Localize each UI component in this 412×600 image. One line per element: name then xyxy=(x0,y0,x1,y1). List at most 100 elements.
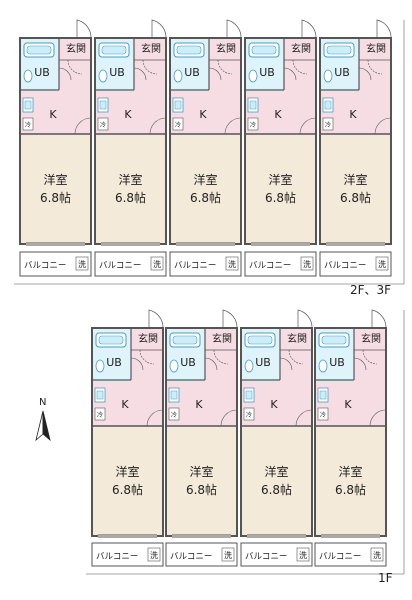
ub-label: UB xyxy=(334,66,350,79)
vent-label: 冷 xyxy=(246,411,252,419)
apartment-unit: 冷玄関UBK洋室6.8帖バルコニー洗 xyxy=(240,309,313,567)
room-door-icon xyxy=(299,117,316,135)
kitchen-label: K xyxy=(124,108,132,121)
apartment-unit: 冷玄関UBK洋室6.8帖バルコニー洗 xyxy=(94,19,167,277)
inner-door-icon xyxy=(362,349,378,365)
bathtub-inner xyxy=(247,335,273,345)
ub-label: UB xyxy=(109,66,125,79)
vent-label: 冷 xyxy=(171,411,177,419)
laundry-label: 洗 xyxy=(228,259,236,269)
toilet-icon xyxy=(318,359,328,373)
room-name-label: 洋室 xyxy=(189,464,213,479)
vent-icon xyxy=(322,117,334,131)
ub-label: UB xyxy=(184,66,200,79)
vent-label: 冷 xyxy=(97,411,103,419)
floor-label-lower: 1F xyxy=(378,571,393,585)
north-arrow-right xyxy=(42,410,51,442)
ub-label: UB xyxy=(259,66,275,79)
bathtub-inner xyxy=(321,335,347,345)
laundry-icon xyxy=(150,256,164,271)
balcony-label: バルコニー xyxy=(245,552,287,562)
sink-basin xyxy=(170,390,178,400)
apartment-unit: 冷玄関UBK洋室6.8帖バルコニー洗 xyxy=(314,309,387,567)
room-door-icon xyxy=(224,117,241,135)
apartment-unit: 冷玄関UBK洋室6.8帖バルコニー洗 xyxy=(165,309,238,567)
room-name-label: 洋室 xyxy=(343,172,367,187)
room-size-label: 6.8帖 xyxy=(190,190,221,205)
north-arrow-left xyxy=(35,410,44,442)
bath-door-icon xyxy=(353,357,367,371)
kitchen-label: K xyxy=(199,108,207,121)
apartment-unit: 冷玄関UBK洋室6.8帖バルコニー洗 xyxy=(91,309,164,567)
balcony-label: バルコニー xyxy=(99,261,141,271)
room-name-label: 洋室 xyxy=(43,172,67,187)
kitchen-label: K xyxy=(274,108,282,121)
sink-basin xyxy=(245,390,253,400)
laundry-icon xyxy=(225,256,239,271)
genkan-label: 玄関 xyxy=(287,332,307,345)
room-door-icon xyxy=(146,409,163,427)
balcony-label: バルコニー xyxy=(249,261,291,271)
sink-basin xyxy=(99,100,107,110)
kitchen-label: K xyxy=(349,108,357,121)
genkan-label: 玄関 xyxy=(141,42,161,55)
bathtub-inner xyxy=(101,45,127,55)
room-size-label: 6.8帖 xyxy=(335,482,366,497)
room-door-icon xyxy=(74,117,91,135)
laundry-icon xyxy=(370,547,384,562)
balcony-label: バルコニー xyxy=(170,552,212,562)
ub-label: UB xyxy=(329,356,345,369)
inner-door-icon xyxy=(367,59,383,75)
laundry-icon xyxy=(300,256,314,271)
balcony-label: バルコニー xyxy=(324,261,366,271)
room-name-label: 洋室 xyxy=(268,172,292,187)
apartment-unit: 冷玄関UBK洋室6.8帖バルコニー洗 xyxy=(169,19,242,277)
western-room-area xyxy=(20,134,91,244)
entrance-door-icon xyxy=(76,19,92,39)
kitchen-label: K xyxy=(195,398,203,411)
entrance-door-icon xyxy=(376,19,392,39)
sink-basin xyxy=(249,100,257,110)
laundry-label: 洗 xyxy=(78,259,86,269)
room-door-icon xyxy=(220,409,237,427)
room-size-label: 6.8帖 xyxy=(265,190,296,205)
western-room-area xyxy=(245,134,316,244)
toilet-icon xyxy=(98,69,108,83)
bath-door-icon xyxy=(283,67,297,81)
western-room-area xyxy=(95,134,166,244)
inner-door-icon xyxy=(292,59,308,75)
bath-door-icon xyxy=(208,67,222,81)
inner-door-icon xyxy=(142,59,158,75)
bathtub-inner xyxy=(26,45,52,55)
western-room-area xyxy=(320,134,391,244)
bathtub-inner xyxy=(98,335,124,345)
balcony-area xyxy=(165,542,238,567)
vent-icon xyxy=(172,117,184,131)
north-label: N xyxy=(39,397,47,408)
laundry-label: 洗 xyxy=(373,550,381,560)
balcony-area xyxy=(91,542,164,567)
room-door-icon xyxy=(295,409,312,427)
vent-icon xyxy=(243,407,255,421)
vent-icon xyxy=(97,117,109,131)
laundry-label: 洗 xyxy=(299,550,307,560)
room-size-label: 6.8帖 xyxy=(261,482,292,497)
genkan-label: 玄関 xyxy=(212,332,232,345)
room-name-label: 洋室 xyxy=(118,172,142,187)
genkan-label: 玄関 xyxy=(366,42,386,55)
balcony-area xyxy=(314,542,387,567)
kitchen-label: K xyxy=(270,398,278,411)
vent-label: 冷 xyxy=(100,121,106,129)
sink-basin xyxy=(174,100,182,110)
western-room-area xyxy=(92,426,163,536)
vent-icon xyxy=(247,117,259,131)
entrance-door-icon xyxy=(297,309,313,329)
western-room-area xyxy=(315,426,386,536)
laundry-label: 洗 xyxy=(378,259,386,269)
vent-label: 冷 xyxy=(175,121,181,129)
toilet-icon xyxy=(323,69,333,83)
inner-door-icon xyxy=(217,59,233,75)
sink-basin xyxy=(96,390,104,400)
laundry-icon xyxy=(296,547,310,562)
